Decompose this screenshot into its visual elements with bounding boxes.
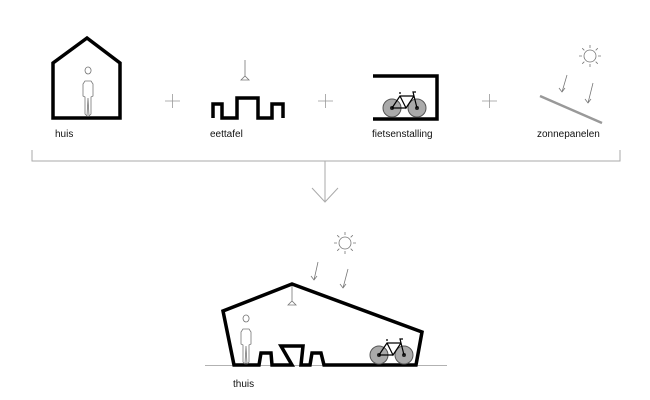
label-fietsenstalling: fietsenstalling xyxy=(372,129,433,140)
label-huis: huis xyxy=(55,129,74,140)
plus-icon xyxy=(318,94,333,108)
solar-panel-icon xyxy=(539,44,603,125)
label-thuis: thuis xyxy=(233,379,255,390)
combined-home-icon xyxy=(205,231,447,367)
sun-icon xyxy=(578,44,602,68)
plus-icon xyxy=(165,94,180,108)
sunlight-arrow-icon xyxy=(310,261,349,289)
panel-icon xyxy=(539,94,603,125)
bike-shed-icon xyxy=(373,74,439,121)
house-icon xyxy=(51,35,122,120)
person-icon xyxy=(82,66,94,117)
arrow-down-icon xyxy=(311,161,339,203)
label-eettafel: eettafel xyxy=(210,129,243,140)
bicycle-icon xyxy=(382,91,427,118)
label-zonnepanelen: zonnepanelen xyxy=(537,129,600,140)
person-icon xyxy=(240,314,252,365)
lamp-icon xyxy=(240,59,250,81)
bicycle-icon xyxy=(369,338,414,365)
sunlight-arrow-icon xyxy=(558,74,594,104)
bracket xyxy=(31,150,621,162)
lamp-icon xyxy=(287,284,297,306)
sun-icon xyxy=(333,231,357,255)
plus-icon xyxy=(482,94,497,108)
dining-table-icon xyxy=(211,59,285,120)
